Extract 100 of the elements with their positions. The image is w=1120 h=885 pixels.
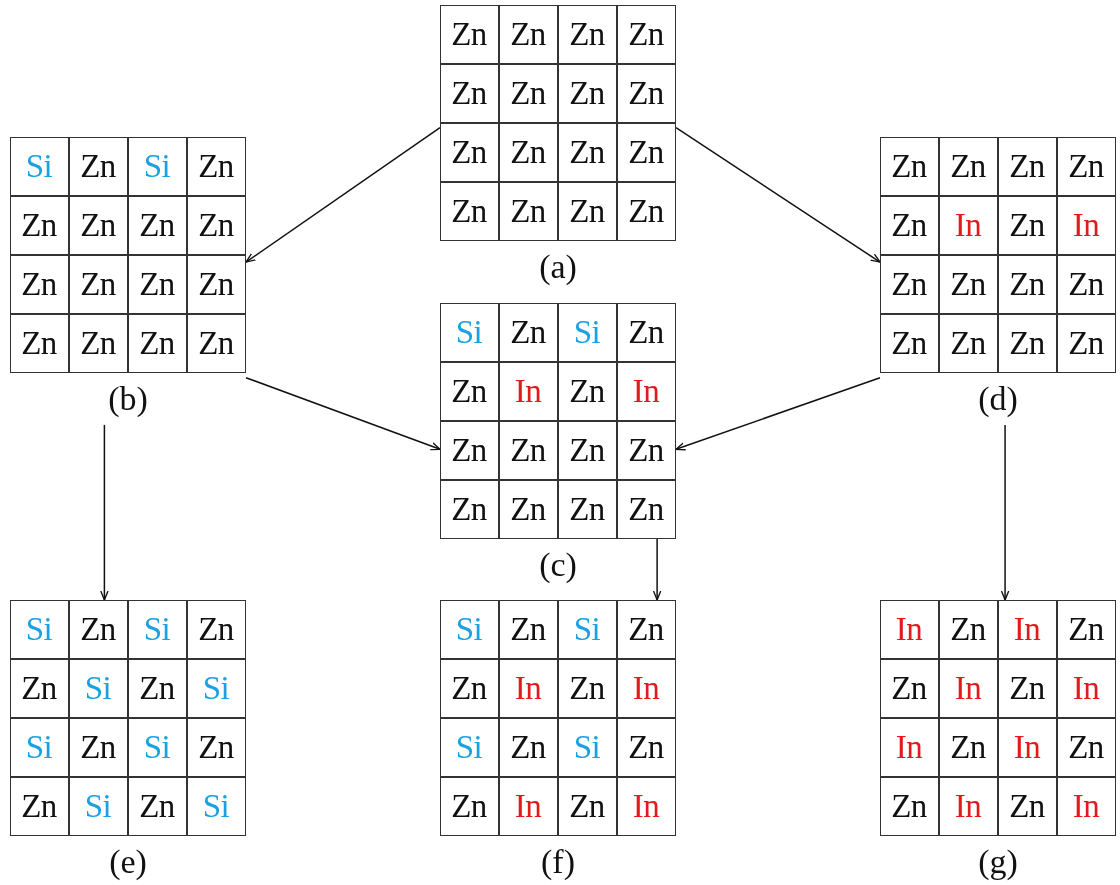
lattice-site: Si: [127, 599, 187, 659]
lattice-site: Zn: [997, 195, 1057, 255]
lattice-site: Zn: [1056, 254, 1116, 314]
lattice-site: Zn: [68, 195, 128, 255]
lattice-site: Zn: [879, 658, 939, 718]
panel-caption: (b): [107, 379, 149, 419]
lattice-site: Si: [9, 136, 69, 196]
lattice-site: Zn: [127, 254, 187, 314]
lattice-site: Zn: [616, 420, 676, 480]
panel-caption: (c): [538, 545, 578, 585]
lattice-site: Zn: [68, 717, 128, 777]
lattice-site: In: [616, 361, 676, 421]
lattice-site: In: [1056, 776, 1116, 836]
lattice-site: In: [879, 599, 939, 659]
panel-caption: (a): [538, 247, 578, 287]
lattice-site: Zn: [498, 181, 558, 241]
lattice-site: Zn: [879, 313, 939, 373]
lattice-site: In: [938, 195, 998, 255]
lattice-site: Zn: [9, 658, 69, 718]
lattice-site: Si: [9, 599, 69, 659]
lattice-site: Zn: [498, 599, 558, 659]
lattice-site: In: [616, 658, 676, 718]
lattice-site: Zn: [557, 479, 617, 539]
lattice-grid: [440, 5, 676, 241]
lattice-site: Si: [439, 302, 499, 362]
lattice-site: Zn: [616, 717, 676, 777]
lattice-site: Zn: [127, 313, 187, 373]
lattice-grid: [440, 303, 676, 539]
lattice-site: Si: [186, 776, 246, 836]
lattice-grid: [440, 600, 676, 836]
lattice-site: Si: [557, 599, 617, 659]
lattice-site: Zn: [616, 181, 676, 241]
lattice-site: Zn: [498, 717, 558, 777]
lattice-grid: [880, 600, 1116, 836]
lattice-site: Zn: [439, 420, 499, 480]
arrow: [675, 126, 881, 263]
lattice-site: Zn: [616, 122, 676, 182]
lattice-site: Zn: [439, 776, 499, 836]
lattice-site: Si: [127, 136, 187, 196]
arrow: [100, 424, 109, 601]
lattice-site: Zn: [186, 195, 246, 255]
lattice-site: Zn: [616, 599, 676, 659]
lattice-site: Zn: [127, 776, 187, 836]
lattice-grid: [880, 137, 1116, 373]
lattice-site: In: [997, 717, 1057, 777]
lattice-grid: [10, 600, 246, 836]
lattice-site: Zn: [1056, 599, 1116, 659]
lattice-site: Zn: [616, 63, 676, 123]
lattice-site: Zn: [439, 479, 499, 539]
lattice-site: Zn: [127, 658, 187, 718]
lattice-site: Zn: [557, 181, 617, 241]
lattice-site: Zn: [997, 136, 1057, 196]
panel-caption: (f): [540, 842, 576, 882]
lattice-site: Zn: [879, 776, 939, 836]
lattice-site: Zn: [616, 4, 676, 64]
lattice-site: Zn: [498, 122, 558, 182]
lattice-site: Si: [557, 302, 617, 362]
lattice-site: Zn: [68, 599, 128, 659]
lattice-site: Zn: [938, 136, 998, 196]
lattice-grid: [10, 137, 246, 373]
lattice-site: Zn: [498, 4, 558, 64]
lattice-site: Si: [439, 599, 499, 659]
lattice-site: Zn: [616, 302, 676, 362]
lattice-site: Zn: [439, 361, 499, 421]
lattice-site: Zn: [1056, 717, 1116, 777]
lattice-site: Zn: [68, 136, 128, 196]
lattice-site: Si: [9, 717, 69, 777]
lattice-site: Zn: [439, 4, 499, 64]
panel-caption: (g): [977, 842, 1019, 882]
lattice-site: Si: [68, 776, 128, 836]
lattice-site: Zn: [997, 313, 1057, 373]
lattice-site: Zn: [879, 254, 939, 314]
lattice-site: Zn: [127, 195, 187, 255]
lattice-site: Zn: [1056, 136, 1116, 196]
lattice-site: Si: [557, 717, 617, 777]
lattice-site: In: [879, 717, 939, 777]
arrow: [652, 538, 662, 601]
lattice-site: In: [1056, 658, 1116, 718]
lattice-site: Zn: [498, 420, 558, 480]
lattice-site: Zn: [9, 254, 69, 314]
lattice-site: In: [938, 658, 998, 718]
panel-caption: (e): [108, 842, 148, 882]
lattice-site: Si: [439, 717, 499, 777]
lattice-site: Zn: [616, 479, 676, 539]
arrow: [245, 376, 441, 451]
lattice-site: Zn: [557, 4, 617, 64]
lattice-site: Zn: [938, 254, 998, 314]
lattice-site: Zn: [557, 361, 617, 421]
lattice-site: Zn: [879, 136, 939, 196]
lattice-site: Zn: [557, 122, 617, 182]
lattice-site: Si: [186, 658, 246, 718]
lattice-site: Zn: [439, 658, 499, 718]
lattice-site: Zn: [997, 254, 1057, 314]
lattice-site: In: [1056, 195, 1116, 255]
lattice-site: Zn: [439, 181, 499, 241]
lattice-site: In: [616, 776, 676, 836]
lattice-site: Zn: [9, 195, 69, 255]
lattice-site: Zn: [557, 776, 617, 836]
lattice-site: In: [997, 599, 1057, 659]
arrow: [1000, 424, 1010, 601]
